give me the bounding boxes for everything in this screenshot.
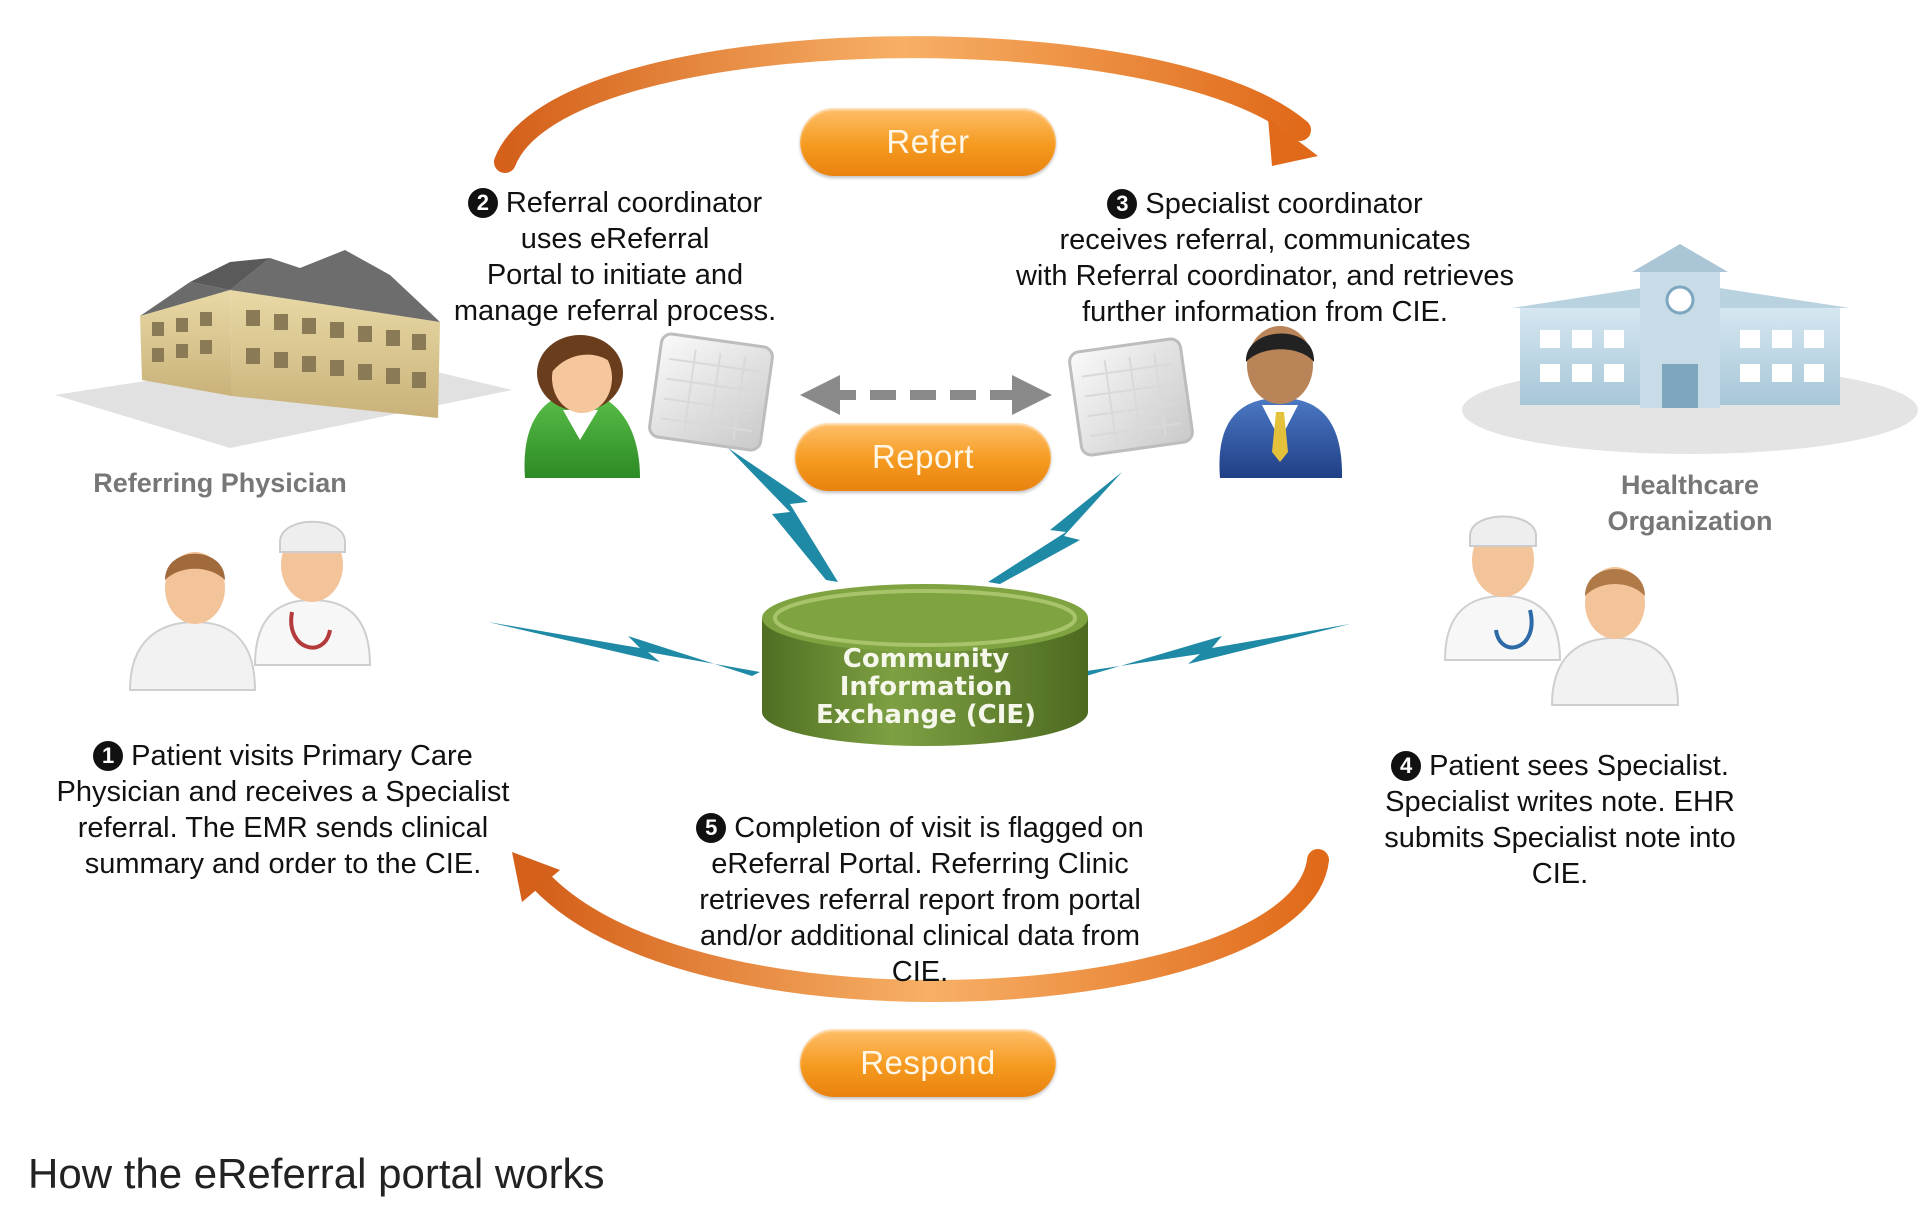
step-2-number: 2	[467, 188, 498, 218]
step-3-line3: with Referral coordinator, and retrieves	[1015, 260, 1515, 292]
lightning-icon	[488, 622, 760, 676]
healthcare-organization-line1: Healthcare	[1620, 470, 1760, 500]
referring-physician-label: Referring Physician	[93, 468, 347, 498]
step-3-line1: Specialist coordinator	[1145, 188, 1423, 220]
step-4-line2: Specialist writes note. EHR	[1385, 786, 1735, 818]
report-pill: Report	[795, 423, 1051, 491]
step-3-line4: further information from CIE.	[1082, 296, 1448, 328]
step-4-number: 4	[1391, 751, 1422, 781]
lightning-icon	[988, 472, 1122, 584]
step-4-line1: Patient sees Specialist.	[1429, 750, 1729, 782]
step-5-line3: retrieves referral report from portal	[699, 884, 1141, 916]
lightning-bolts	[488, 448, 1350, 676]
doctor-right-icon	[1443, 515, 1562, 661]
step-5-line5: CIE.	[891, 956, 949, 988]
healthcare-organization-line2: Organization	[1607, 506, 1773, 536]
cie-label-line2: Information	[839, 672, 1013, 702]
hospital-building-icon	[1462, 244, 1918, 454]
step-5-line1: Completion of visit is flagged on	[734, 812, 1144, 844]
respond-arc	[512, 849, 1329, 1002]
step-5-number: 5	[696, 813, 727, 843]
portal-screen-right-icon	[1068, 337, 1194, 457]
step-4-line4: CIE.	[1531, 858, 1589, 890]
specialist-coordinator-icon	[1219, 326, 1343, 478]
step-1-line2: Physician and receives a Specialist	[56, 776, 510, 808]
step-3-number: 3	[1107, 189, 1138, 219]
refer-arc	[494, 36, 1318, 173]
doctor-left-icon	[253, 520, 372, 666]
figure-caption: How the eReferral portal works	[28, 1150, 605, 1197]
refer-pill: Refer	[800, 108, 1056, 176]
lightning-icon	[728, 448, 838, 582]
referral-coordinator-icon	[524, 335, 640, 478]
step-2-line4: manage referral process.	[453, 295, 777, 327]
refer-arrowhead	[1268, 118, 1318, 166]
step-2-line3: Portal to initiate and	[486, 259, 744, 291]
referring-building-icon	[55, 250, 512, 448]
respond-arrowhead	[512, 852, 560, 902]
healthcare-organization-label: Healthcare Organization	[1560, 467, 1820, 539]
patient-right-icon	[1550, 567, 1680, 706]
step-1-line3: referral. The EMR sends clinical	[77, 812, 489, 844]
patient-left-icon	[128, 552, 257, 691]
cie-label-line1: Community	[842, 644, 1010, 674]
report-dashed-arrow	[800, 375, 1052, 415]
cie-database-icon	[762, 584, 1088, 746]
step-2-line1: Referral coordinator	[505, 187, 763, 219]
portal-screen-left-icon	[648, 332, 774, 452]
step-1-line1: Patient visits Primary Care	[131, 740, 473, 772]
step-1-number: 1	[93, 741, 124, 771]
lightning-icon	[1080, 624, 1350, 676]
cie-label: Community Information Exchange (CIE)	[770, 645, 1082, 729]
step-3-line2: receives referral, communicates	[1059, 224, 1471, 256]
step-5-line4: and/or additional clinical data from	[699, 920, 1141, 952]
cie-label-line3: Exchange (CIE)	[815, 700, 1037, 730]
respond-pill: Respond	[800, 1029, 1056, 1097]
step-4-line3: submits Specialist note into	[1384, 822, 1736, 854]
step-1-line4: summary and order to the CIE.	[84, 848, 482, 880]
step-2-line2: uses eReferral	[520, 223, 710, 255]
step-5-line2: eReferral Portal. Referring Clinic	[711, 848, 1129, 880]
